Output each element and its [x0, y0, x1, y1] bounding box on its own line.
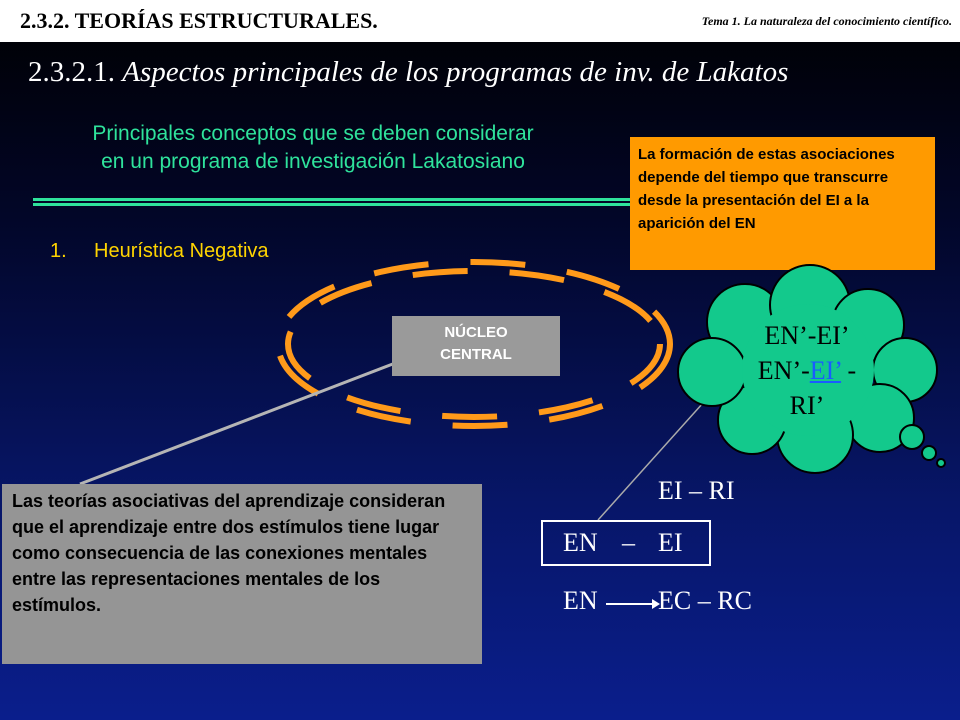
- formula-en-left: EN: [563, 528, 598, 557]
- heading-text: Aspectos principales de los programas de…: [122, 56, 789, 88]
- dashed-ellipse-outer: [275, 259, 673, 429]
- orange-note-box: La formación de estas asociaciones depen…: [630, 137, 935, 270]
- list-item-heuristica: 1. Heurística Negativa: [50, 240, 269, 263]
- en-ei-box: [541, 520, 711, 566]
- slide-heading: 2.3.2.1. Aspectos principales de los pro…: [28, 56, 788, 89]
- gray-note-box: Las teorías asociativas del aprendizaje …: [2, 484, 482, 664]
- connector-line-nucleo: [79, 360, 399, 486]
- cloud-ei-link[interactable]: EI’: [809, 356, 842, 385]
- nucleo-line-2: CENTRAL: [440, 346, 512, 363]
- cloud-line-2: EN’-EI’ -: [732, 353, 882, 388]
- cloud-text: EN’-EI’ EN’-EI’ - RI’: [732, 318, 882, 423]
- divider-rule-bottom: [33, 203, 633, 206]
- tema-label: Tema 1. La naturaleza del conocimiento c…: [701, 14, 952, 28]
- subtitle-line-1: Principales conceptos que se deben consi…: [92, 122, 534, 145]
- heading-number: 2.3.2.1.: [28, 56, 115, 88]
- slide-subtitle: Principales conceptos que se deben consi…: [18, 120, 608, 176]
- cloud-line-3: RI’: [789, 391, 825, 420]
- list-item-label: Heurística Negativa: [94, 240, 269, 262]
- cloud-line-2-suffix: -: [841, 356, 857, 385]
- connector-line-cloud: [597, 402, 704, 521]
- section-title: 2.3.2. TEORÍAS ESTRUCTURALES.: [20, 8, 378, 33]
- cloud-trail-bubbles: [899, 424, 946, 468]
- formula-en: EN: [563, 586, 598, 615]
- formula-en-dash: –: [622, 528, 635, 557]
- top-bar: 2.3.2. TEORÍAS ESTRUCTURALES. Tema 1. La…: [0, 0, 960, 42]
- list-number: 1.: [50, 240, 67, 262]
- divider-rule-top: [33, 198, 633, 201]
- dashed-ellipse-inner: [285, 268, 663, 420]
- nucleo-central-box: NÚCLEO CENTRAL: [392, 316, 560, 376]
- cloud-line-1: EN’-EI’: [764, 321, 850, 350]
- formula-ec-rc: EC – RC: [658, 586, 752, 615]
- arrowhead-icon: [652, 599, 660, 609]
- formula-ei-ri: EI – RI: [658, 476, 735, 505]
- formula-ei-right: EI: [658, 528, 683, 557]
- cloud-line-2-prefix: EN’-: [757, 356, 810, 385]
- thought-cloud-icon: [677, 264, 938, 474]
- subtitle-line-2: en un programa de investigación Lakatosi…: [101, 150, 525, 173]
- nucleo-line-1: NÚCLEO: [444, 324, 508, 341]
